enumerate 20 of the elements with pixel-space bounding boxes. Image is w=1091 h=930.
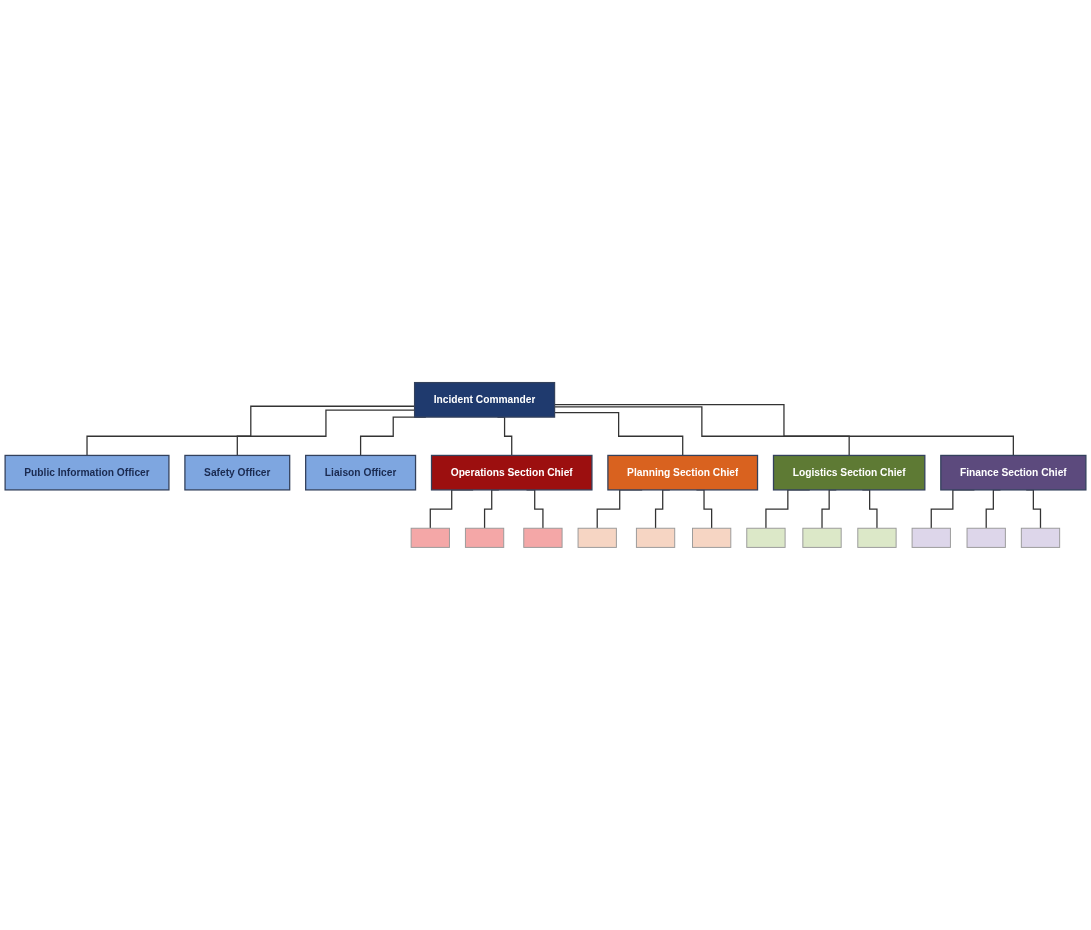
node-box: Safety Officer	[184, 454, 291, 491]
node-box: Incident Commander	[413, 381, 556, 418]
node-box	[692, 527, 732, 548]
node-box	[966, 527, 1006, 548]
node-box	[746, 527, 786, 548]
node-box	[1020, 527, 1061, 548]
node-box: Logistics Section Chief	[772, 454, 926, 491]
node-box	[577, 527, 617, 548]
node-box: Liaison Officer	[305, 454, 417, 491]
node-box	[523, 527, 563, 548]
node-box	[857, 527, 897, 548]
node-box	[410, 527, 450, 548]
node-box: Finance Section Chief	[940, 454, 1087, 491]
node-box: Planning Section Chief	[607, 454, 759, 491]
node-box	[802, 527, 842, 548]
node-box: Operations Section Chief	[430, 454, 593, 491]
node-box	[911, 527, 951, 548]
node-box	[635, 527, 676, 548]
node-box	[464, 527, 505, 548]
node-box: Public Information Officer	[4, 454, 170, 491]
